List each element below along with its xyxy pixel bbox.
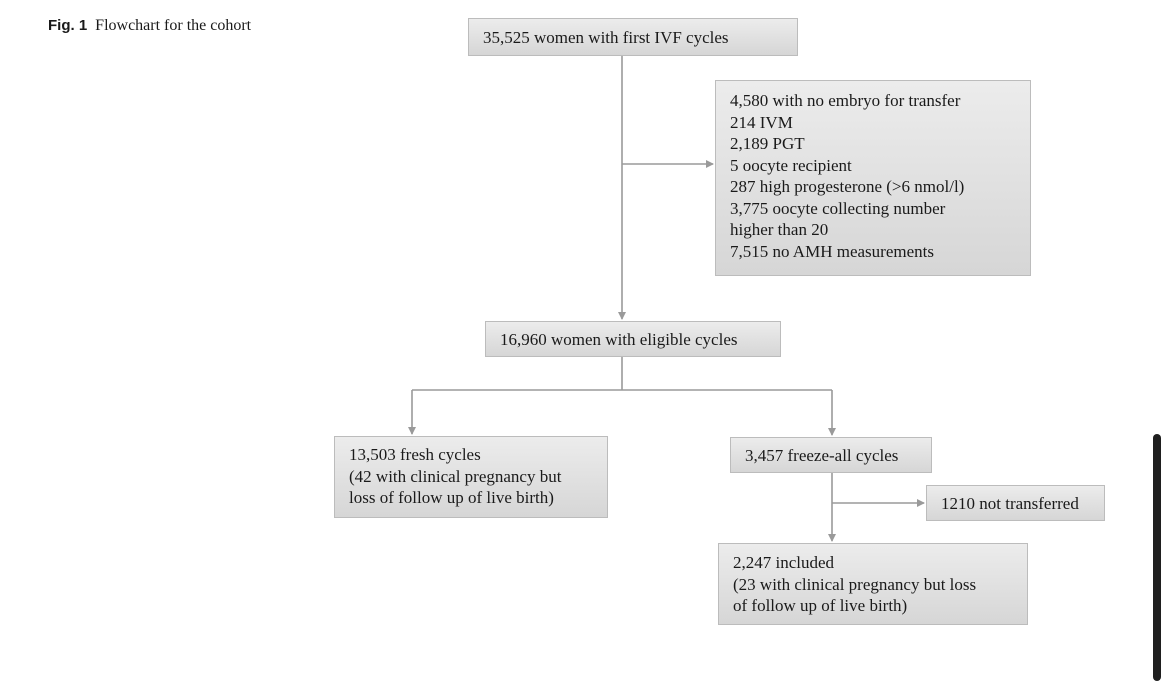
box-first-ivf-cycles: 35,525 women with first IVF cycles	[468, 18, 798, 56]
box-not-transferred: 1210 not transferred	[926, 485, 1105, 521]
box-line: (23 with clinical pregnancy but loss	[733, 574, 977, 594]
scrollbar-thumb[interactable]	[1153, 434, 1161, 681]
exclusion-high-progesterone: 287 high progesterone (>6 nmol/l)	[730, 177, 965, 196]
box-exclusions: 4,580 with no embryo for transfer 214 IV…	[715, 80, 1031, 276]
exclusion-oocyte-recipient: 5 oocyte recipient	[730, 155, 852, 175]
box-line: 35,525 women with first IVF cycles	[483, 28, 729, 47]
exclusion-no-amh: 7,515 no AMH measurements	[730, 241, 934, 261]
box-line: 16,960 women with eligible cycles	[500, 330, 738, 349]
box-line: 1210 not transferred	[941, 494, 1079, 513]
box-eligible-cycles: 16,960 women with eligible cycles	[485, 321, 781, 357]
exclusion-oocyte-number: 3,775 oocyte collecting number	[730, 198, 946, 218]
box-included: 2,247 included (23 with clinical pregnan…	[718, 543, 1028, 625]
box-fresh-cycles: 13,503 fresh cycles (42 with clinical pr…	[334, 436, 608, 518]
box-line: (42 with clinical pregnancy but	[349, 466, 562, 486]
figure-caption: Fig. 1 Flowchart for the cohort	[48, 17, 251, 35]
box-line: 13,503 fresh cycles	[349, 445, 481, 464]
exclusion-ivm: 214 IVM	[730, 112, 793, 132]
exclusion-pgt: 2,189 PGT	[730, 134, 805, 153]
box-freeze-all-cycles: 3,457 freeze-all cycles	[730, 437, 932, 473]
figure-label: Fig. 1	[48, 17, 88, 34]
box-line: loss of follow up of live birth)	[349, 488, 554, 507]
box-line: of follow up of live birth)	[733, 596, 908, 615]
box-line: 3,457 freeze-all cycles	[745, 446, 899, 465]
figure-title: Flowchart for the cohort	[95, 17, 252, 34]
exclusion-oocyte-number-cont: higher than 20	[730, 220, 829, 239]
exclusion-no-embryo: 4,580 with no embryo for transfer	[730, 91, 961, 110]
box-line: 2,247 included	[733, 553, 835, 572]
